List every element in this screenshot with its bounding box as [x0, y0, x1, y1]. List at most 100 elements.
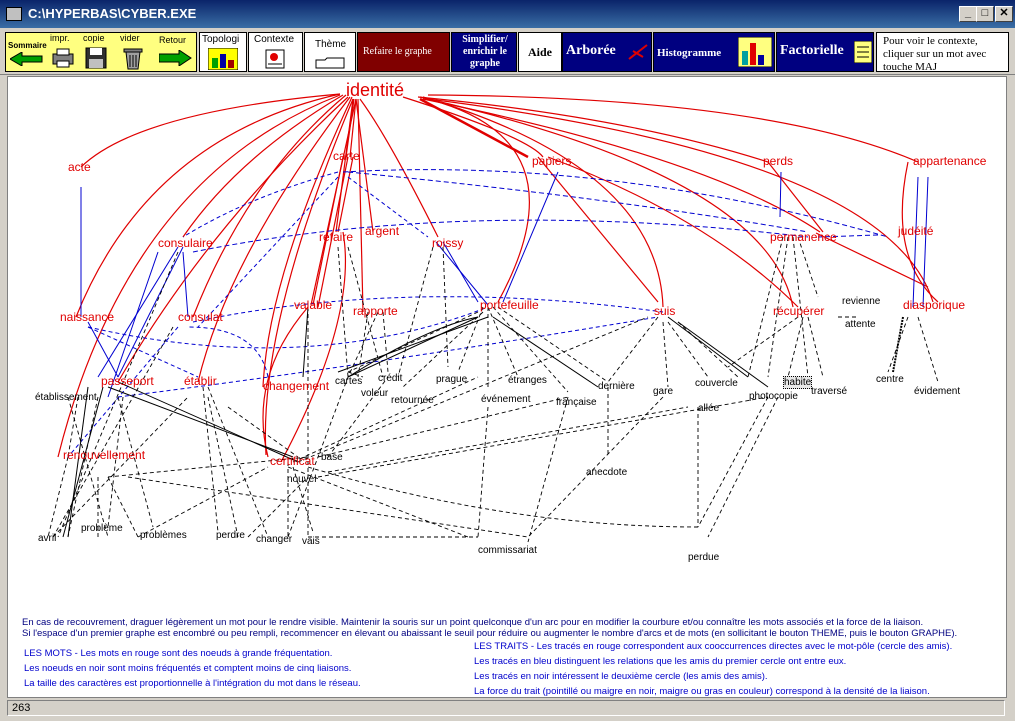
graph-canvas[interactable]: identité acte carte papiers perds appart…	[7, 76, 1007, 698]
tree-label: Arborée	[566, 43, 616, 58]
print-button[interactable]: impr.	[48, 33, 78, 71]
minimize-button[interactable]: _	[959, 6, 977, 22]
sommaire-label: Sommaire	[8, 41, 47, 50]
graph-word-certificat[interactable]: certificat	[270, 454, 315, 468]
graph-word-allee[interactable]: allée	[698, 403, 720, 414]
graph-word-recuperer[interactable]: récupérer	[773, 304, 825, 318]
graph-word-voleur[interactable]: voleur	[361, 388, 389, 399]
copy-button[interactable]: copie	[81, 33, 111, 71]
rebuild-graph-label: Refaire le graphe	[363, 46, 432, 57]
graph-word-carte[interactable]: carte	[333, 149, 360, 163]
back-button[interactable]: Retour	[155, 33, 196, 71]
graph-word-retournee[interactable]: retournée	[391, 395, 434, 406]
graph-word-passeport[interactable]: passeport	[101, 374, 154, 388]
graph-word-consulat[interactable]: consulat	[178, 310, 223, 324]
graph-word-papiers[interactable]: papiers	[532, 154, 572, 168]
graph-word-naissance[interactable]: naissance	[60, 310, 115, 324]
topology-button[interactable]: Topologi	[199, 32, 247, 72]
graph-word-nouvel[interactable]: nouvel	[287, 474, 317, 485]
help-label: Aide	[528, 45, 552, 59]
graph-word-base[interactable]: base	[321, 452, 343, 463]
toolbar: Sommaire impr. copie vider Retour Topolo…	[0, 28, 1015, 75]
graph-word-appartenance[interactable]: appartenance	[913, 154, 987, 168]
context-document-icon	[265, 49, 285, 69]
graph-word-attente[interactable]: attente	[845, 319, 876, 330]
graph-word-perds[interactable]: perds	[763, 154, 794, 168]
graph-word-problemes[interactable]: problèmes	[140, 530, 187, 541]
tree-icon	[628, 44, 648, 60]
graph-word-francaise[interactable]: française	[556, 397, 597, 408]
printer-icon	[52, 48, 74, 68]
theme-label: Thème	[315, 39, 347, 50]
window-title: C:\HYPERBAS\CYBER.EXE	[28, 6, 197, 21]
graph-word-habite[interactable]: habite	[783, 376, 813, 389]
graph-word-prague[interactable]: prague	[436, 374, 468, 385]
graph-word-diasporique[interactable]: diasporique	[903, 298, 966, 312]
graph-word-credit[interactable]: crédit	[378, 373, 403, 384]
graph-word-changer[interactable]: changer	[256, 534, 293, 545]
histogram-label: Histogramme	[657, 47, 722, 59]
maximize-button[interactable]: □	[976, 6, 994, 22]
context-label: Contexte	[254, 34, 295, 45]
graph-word-gare[interactable]: gare	[653, 386, 674, 397]
graph-word-etranges[interactable]: étranges	[508, 375, 547, 386]
arrow-left-icon	[10, 52, 43, 66]
legend-intro-1: En cas de recouvrement, draguer légèreme…	[22, 617, 924, 628]
graph-word-roissy[interactable]: roissy	[432, 236, 464, 250]
legend-mots-2: Les noeuds en noir sont moins fréquentés…	[24, 663, 352, 674]
graph-word-vais[interactable]: vais	[302, 536, 320, 547]
graph-word-avril[interactable]: avril	[38, 533, 57, 544]
graph-word-valable[interactable]: valable	[294, 298, 333, 312]
legend-mots-1: LES MOTS - Les mots en rouge sont des no…	[24, 648, 333, 659]
sommaire-button[interactable]: Sommaire	[6, 33, 47, 71]
legend-traits-2: Les tracés en bleu distinguent les relat…	[474, 656, 847, 667]
graph-word-portefeuille[interactable]: portefeuille	[480, 298, 539, 312]
simplify-graph-button[interactable]: Simplifier/ enrichir le graphe	[451, 32, 517, 72]
graph-word-traverse[interactable]: traversé	[811, 386, 848, 397]
graph-word-photocopie[interactable]: photocopie	[749, 391, 798, 402]
print-label: impr.	[50, 33, 70, 43]
close-button[interactable]: ✕	[995, 6, 1013, 22]
graph-edges[interactable]	[8, 77, 1007, 698]
help-button[interactable]: Aide	[518, 32, 562, 72]
pole-word[interactable]: identité	[346, 80, 405, 100]
graph-word-perdre[interactable]: perdre	[216, 530, 245, 541]
graph-word-judeite[interactable]: judéité	[898, 224, 934, 238]
graph-word-consulaire[interactable]: consulaire	[158, 236, 213, 250]
graph-word-permanence[interactable]: permanence	[770, 230, 837, 244]
graph-word-renouvellement[interactable]: renouvellement	[63, 448, 146, 462]
legend-mots-3: La taille des caractères est proportionn…	[24, 678, 361, 689]
graph-word-cartes[interactable]: cartes	[335, 376, 363, 387]
floppy-disk-icon	[85, 47, 107, 69]
graph-word-changement[interactable]: changement	[263, 379, 330, 393]
graph-word-anecdote[interactable]: anecdote	[586, 467, 628, 478]
graph-word-probleme[interactable]: problème	[81, 523, 123, 534]
graph-word-perdue[interactable]: perdue	[688, 552, 720, 563]
legend-traits-4: La force du trait (pointillé ou maigre e…	[474, 686, 930, 697]
graph-word-suis[interactable]: suis	[654, 304, 676, 318]
title-bar: C:\HYPERBAS\CYBER.EXE _ □ ✕	[0, 0, 1015, 28]
graph-word-commissariat[interactable]: commissariat	[478, 545, 537, 556]
graph-word-etablir[interactable]: établir	[184, 374, 217, 388]
arrow-right-icon	[159, 50, 192, 66]
tree-button[interactable]: Arborée	[562, 32, 652, 72]
factorial-button[interactable]: Factorielle	[776, 32, 874, 72]
graph-word-couvercle[interactable]: couvercle	[695, 378, 738, 389]
graph-word-acte[interactable]: acte	[68, 160, 91, 174]
context-button[interactable]: Contexte	[248, 32, 303, 72]
graph-word-argent[interactable]: argent	[365, 224, 400, 238]
graph-word-evenement[interactable]: événement	[481, 394, 531, 405]
histogram-button[interactable]: Histogramme	[653, 32, 775, 72]
graph-word-derniere[interactable]: dernière	[598, 381, 635, 392]
status-bar: 263	[7, 699, 1007, 717]
clear-button[interactable]: vider	[117, 33, 147, 71]
rebuild-graph-button[interactable]: Refaire le graphe	[357, 32, 450, 72]
graph-word-etablissement[interactable]: établissement	[35, 392, 97, 403]
legend-traits-1: LES TRAITS - Les tracés en rouge corresp…	[474, 641, 953, 652]
graph-word-rapporte[interactable]: rapporte	[353, 304, 398, 318]
graph-word-revienne[interactable]: revienne	[842, 296, 881, 307]
graph-word-centre[interactable]: centre	[876, 374, 904, 385]
theme-button[interactable]: Thème	[304, 32, 356, 72]
graph-word-refaire[interactable]: refaire	[319, 230, 354, 244]
graph-word-evidement[interactable]: évidement	[914, 386, 961, 397]
